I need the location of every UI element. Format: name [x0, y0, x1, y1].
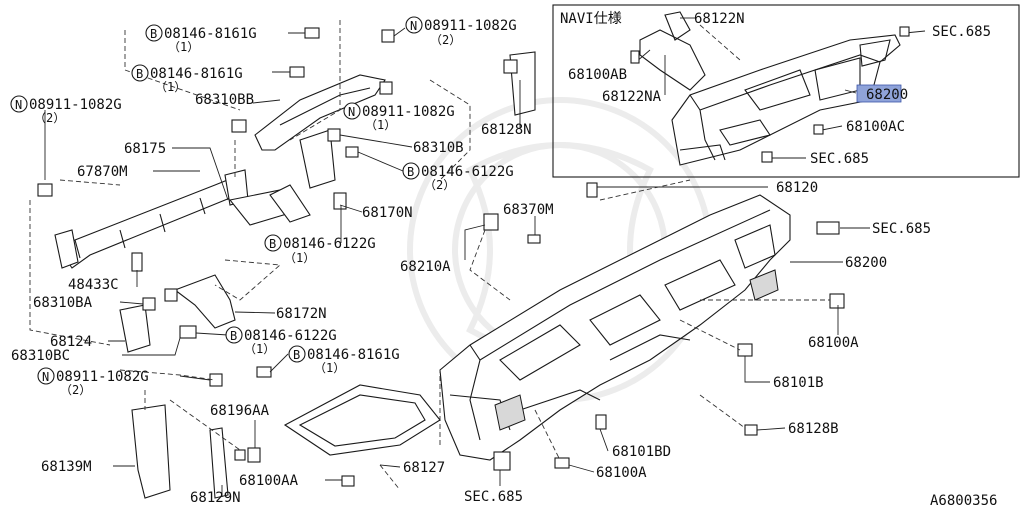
label-68128B: 68128B — [788, 421, 839, 437]
label-sec685-right: SEC.685 — [872, 221, 931, 237]
label-68200: 68200 — [845, 255, 887, 271]
label-68175: 68175 — [124, 141, 166, 157]
label-68101BD: 68101BD — [612, 444, 671, 460]
label-08146-6122G-c-qty: （1） — [244, 342, 275, 356]
circle-b-4 — [264, 234, 282, 252]
navi-inset-frame — [552, 4, 1020, 178]
highlight-68200-inset — [856, 84, 902, 103]
part-labels: 08146-8161G （1） 08146-8161G （1） 08911-10… — [11, 18, 931, 506]
svg-text:B: B — [150, 27, 157, 41]
label-68172N: 68172N — [276, 306, 327, 322]
label-68100AB: 68100AB — [568, 67, 627, 83]
diagram-id: A6800356 — [930, 493, 997, 509]
circle-n-2 — [10, 95, 28, 113]
circled-prefixes: B B N N N B B B B N — [10, 16, 423, 385]
label-08911-1082G-c-qty: （1） — [365, 118, 396, 132]
label-sec685-inset-bottom: SEC.685 — [810, 151, 869, 167]
label-08146-8161G-b-qty: （1） — [155, 80, 186, 94]
circle-b-2 — [131, 64, 149, 82]
svg-text:B: B — [230, 329, 237, 343]
label-68100AC: 68100AC — [846, 119, 905, 135]
steering-member-67870M — [54, 169, 249, 269]
label-68210A: 68210A — [400, 259, 451, 275]
label-68127: 68127 — [403, 460, 445, 476]
label-68370M: 68370M — [503, 202, 554, 218]
inset-fasteners — [630, 26, 910, 163]
label-67870M: 67870M — [77, 164, 128, 180]
label-68129N: 68129N — [190, 490, 241, 506]
label-68122N: 68122N — [694, 11, 745, 27]
label-68310B: 68310B — [413, 140, 464, 156]
label-08146-6122G-a-qty: （2） — [424, 178, 455, 192]
leader-lines — [44, 27, 870, 497]
label-68170N: 68170N — [362, 205, 413, 221]
svg-text:N: N — [15, 98, 22, 112]
svg-text:B: B — [269, 237, 276, 251]
label-68100AA: 68100AA — [239, 473, 299, 489]
label-68101B: 68101B — [773, 375, 824, 391]
svg-text:N: N — [42, 370, 49, 384]
label-08146-8161G-b: 08146-8161G — [150, 66, 243, 82]
svg-text:B: B — [407, 165, 414, 179]
label-08911-1082G-d-qty: （2） — [60, 383, 91, 397]
label-68120: 68120 — [776, 180, 818, 196]
inset-dashboard-drawing — [639, 11, 901, 166]
label-08911-1082G-c: 08911-1082G — [362, 104, 455, 120]
label-08146-6122G-c: 08146-6122G — [244, 328, 337, 344]
inset-title: NAVI仕様 — [560, 11, 622, 27]
circle-b-1 — [145, 24, 163, 42]
label-68100A-bottom: 68100A — [596, 465, 647, 481]
label-68200-inset: 68200 — [866, 87, 908, 103]
svg-text:N: N — [348, 105, 355, 119]
label-68100A-right: 68100A — [808, 335, 859, 351]
label-68139M: 68139M — [41, 459, 92, 475]
label-68196AA: 68196AA — [210, 403, 270, 419]
label-08911-1082G-b-qty: （2） — [34, 111, 65, 125]
label-sec685-bottom: SEC.685 — [464, 489, 523, 505]
label-08911-1082G-d: 08911-1082G — [56, 369, 149, 385]
svg-text:B: B — [293, 348, 300, 362]
circle-b-5 — [225, 326, 243, 344]
label-08146-6122G-b: 08146-6122G — [283, 236, 376, 252]
circle-n-1 — [405, 16, 423, 34]
label-68124: 68124 — [50, 334, 92, 350]
label-08911-1082G-a: 08911-1082G — [424, 18, 517, 34]
label-08911-1082G-a-qty: （2） — [430, 33, 461, 47]
label-08146-8161G-c-qty: （1） — [314, 361, 345, 375]
svg-text:N: N — [410, 19, 417, 33]
label-68122NA: 68122NA — [602, 89, 662, 105]
label-08146-8161G-c: 08146-8161G — [307, 347, 400, 363]
lower-cover-68127 — [283, 384, 441, 456]
upper-bracket-cluster — [229, 51, 536, 226]
assembly-dashed-lines — [29, 20, 830, 491]
label-68310BA: 68310BA — [33, 295, 93, 311]
label-08146-8161G-a-qty: （1） — [168, 40, 199, 54]
label-08911-1082G-b: 08911-1082G — [29, 97, 122, 113]
svg-text:B: B — [136, 67, 143, 81]
label-08146-6122G-a: 08146-6122G — [421, 164, 514, 180]
label-68310BB: 68310BB — [195, 92, 254, 108]
label-08146-6122G-b-qty: （1） — [284, 251, 315, 265]
label-sec685-inset-top: SEC.685 — [932, 24, 991, 40]
circle-n-4 — [37, 367, 55, 385]
label-48433C: 48433C — [68, 277, 119, 293]
label-68128N: 68128N — [481, 122, 532, 138]
circle-b-3 — [402, 162, 420, 180]
label-68310BC: 68310BC — [11, 348, 70, 364]
circle-n-3 — [343, 102, 361, 120]
circle-b-6 — [288, 345, 306, 363]
dashboard-panel-68200 — [439, 194, 791, 461]
lower-bracket-cluster — [119, 274, 236, 499]
label-08146-8161G-a: 08146-8161G — [164, 26, 257, 42]
